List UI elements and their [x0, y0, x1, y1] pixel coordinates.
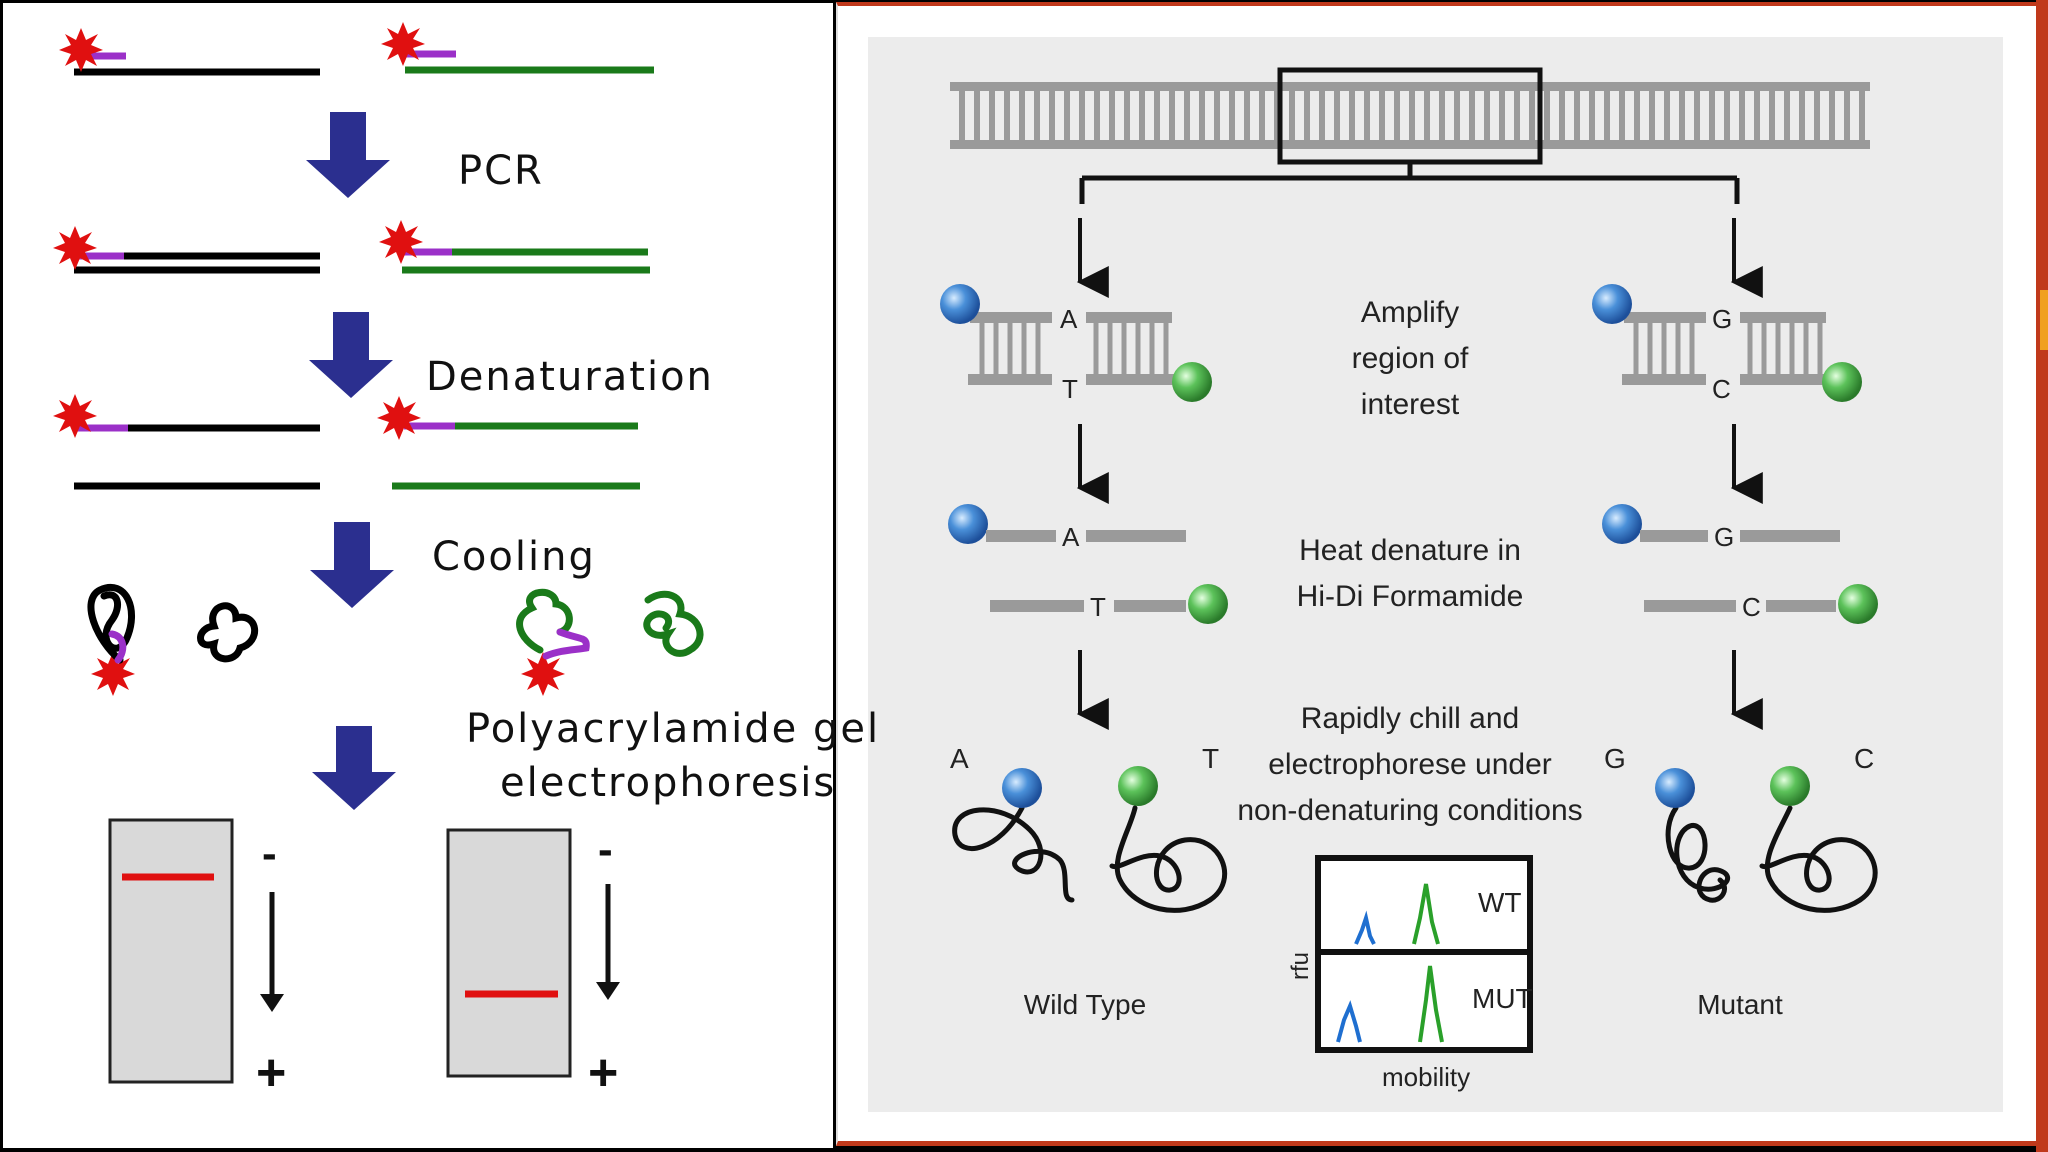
- center-step-text: Amplify region of interest Heat denature…: [1237, 296, 1582, 827]
- inset-wt-label: WT: [1478, 887, 1522, 918]
- wt-bottom-base: T: [1062, 374, 1078, 404]
- mut-conformer-g-base: G: [1604, 743, 1626, 774]
- wt-blue-peak: [1354, 910, 1376, 945]
- negative-pole-label: -: [598, 825, 613, 874]
- down-arrow-icon: [309, 312, 393, 398]
- gel-lane-wildtype: [108, 818, 234, 1084]
- star-icon: [379, 220, 423, 264]
- wild-type-label: Wild Type: [1024, 989, 1146, 1020]
- folded-strands: [87, 584, 704, 664]
- wt-top-base-ss: A: [1062, 522, 1080, 552]
- left-strands-row2: [74, 248, 650, 274]
- mut-bottom-base-ss: C: [1742, 592, 1761, 622]
- step-label-gel-line2: electrophoresis: [500, 760, 836, 806]
- wt-green-peak: [1412, 883, 1440, 945]
- left-step-arrows: [306, 112, 396, 810]
- inset-x-axis-label: mobility: [1382, 1062, 1470, 1092]
- green-dye-bead: [1838, 584, 1878, 624]
- step-label-pcr: PCR: [458, 148, 544, 194]
- blue-dye-bead: [1602, 504, 1642, 544]
- electropherogram-inset: WT MUT rfu mobility: [1287, 855, 1533, 1092]
- wt-conformers: A T: [950, 743, 1228, 913]
- process-arrows: [1076, 218, 1763, 730]
- left-strands-row1: [74, 50, 654, 76]
- chill-line3: non-denaturing conditions: [1237, 794, 1582, 827]
- star-icon: [521, 652, 565, 696]
- star-icon: [91, 652, 135, 696]
- folded-black-strand-labeled: [87, 584, 135, 664]
- mut-top-base-ss: G: [1714, 522, 1734, 552]
- green-dye-bead: [1118, 766, 1158, 806]
- amplify-line3: interest: [1361, 388, 1460, 421]
- mut-bottom-base: C: [1712, 374, 1731, 404]
- positive-pole-label: +: [256, 1044, 286, 1102]
- wt-conformer-t-base: T: [1202, 743, 1219, 774]
- denature-line2: Hi-Di Formamide: [1297, 580, 1524, 613]
- down-arrow-icon: [596, 982, 620, 1000]
- step-label-denaturation: Denaturation: [426, 354, 714, 400]
- star-icon: [53, 226, 97, 270]
- green-dye-bead: [1172, 362, 1212, 402]
- blue-dye-bead: [1002, 768, 1042, 808]
- genomic-dsdna: [950, 67, 1870, 165]
- inset-y-axis-label: rfu: [1287, 952, 1314, 980]
- mut-conformers: G C: [1604, 743, 1878, 913]
- down-arrow-icon: [260, 994, 284, 1012]
- left-strands-row3: [74, 422, 640, 490]
- star-icon: [377, 396, 421, 440]
- green-dye-bead: [1188, 584, 1228, 624]
- green-dye-bead: [1770, 766, 1810, 806]
- mut-green-peak: [1418, 965, 1444, 1043]
- star-icon: [59, 28, 103, 72]
- wt-conformer-a-base: A: [950, 743, 969, 774]
- down-arrow-icon: [306, 112, 390, 198]
- green-dye-bead: [1822, 362, 1862, 402]
- chill-line2: electrophorese under: [1268, 748, 1552, 781]
- mutant-label: Mutant: [1697, 989, 1783, 1020]
- wt-top-base: A: [1060, 304, 1078, 334]
- down-arrow-icon: [312, 726, 396, 810]
- denature-line1: Heat denature in: [1299, 534, 1521, 567]
- gel-migration-arrows: [260, 884, 620, 1012]
- mut-top-base: G: [1712, 304, 1732, 334]
- step-label-gel-line1: Polyacrylamide gel: [466, 706, 880, 752]
- gel-lane-mutant: [446, 828, 572, 1078]
- step-label-cooling: Cooling: [432, 534, 596, 580]
- mut-amplicon: G C: [1592, 284, 1862, 404]
- folded-black-strand: [197, 602, 259, 663]
- fluorescent-labels: [53, 22, 565, 696]
- branch-connector: [1079, 162, 1740, 204]
- blue-dye-bead: [1592, 284, 1632, 324]
- amplify-line2: region of: [1352, 342, 1469, 375]
- window-edge: [2036, 0, 2048, 1152]
- wt-bottom-base-ss: T: [1090, 592, 1106, 622]
- mut-denatured: G C: [1602, 504, 1878, 624]
- negative-pole-label: -: [262, 829, 277, 878]
- wt-amplicon: A T: [940, 284, 1212, 404]
- star-icon: [53, 394, 97, 438]
- inset-mut-label: MUT: [1472, 983, 1533, 1014]
- chill-line1: Rapidly chill and: [1301, 702, 1519, 735]
- wt-denatured: A T: [948, 504, 1228, 624]
- folded-green-strand-labeled: [516, 588, 573, 654]
- blue-dye-bead: [940, 284, 980, 324]
- star-icon: [381, 22, 425, 66]
- gel-signs: - - + +: [256, 825, 618, 1102]
- mut-blue-peak: [1336, 1000, 1362, 1043]
- blue-dye-bead: [1655, 768, 1695, 808]
- amplify-line1: Amplify: [1361, 296, 1459, 329]
- scroll-thumb: [2040, 290, 2048, 350]
- down-arrow-icon: [310, 522, 394, 608]
- mut-conformer-c-base: C: [1854, 743, 1874, 774]
- positive-pole-label: +: [588, 1044, 618, 1102]
- folded-green-strand: [643, 590, 704, 657]
- dsdna-rungs: [959, 91, 1865, 140]
- blue-dye-bead: [948, 504, 988, 544]
